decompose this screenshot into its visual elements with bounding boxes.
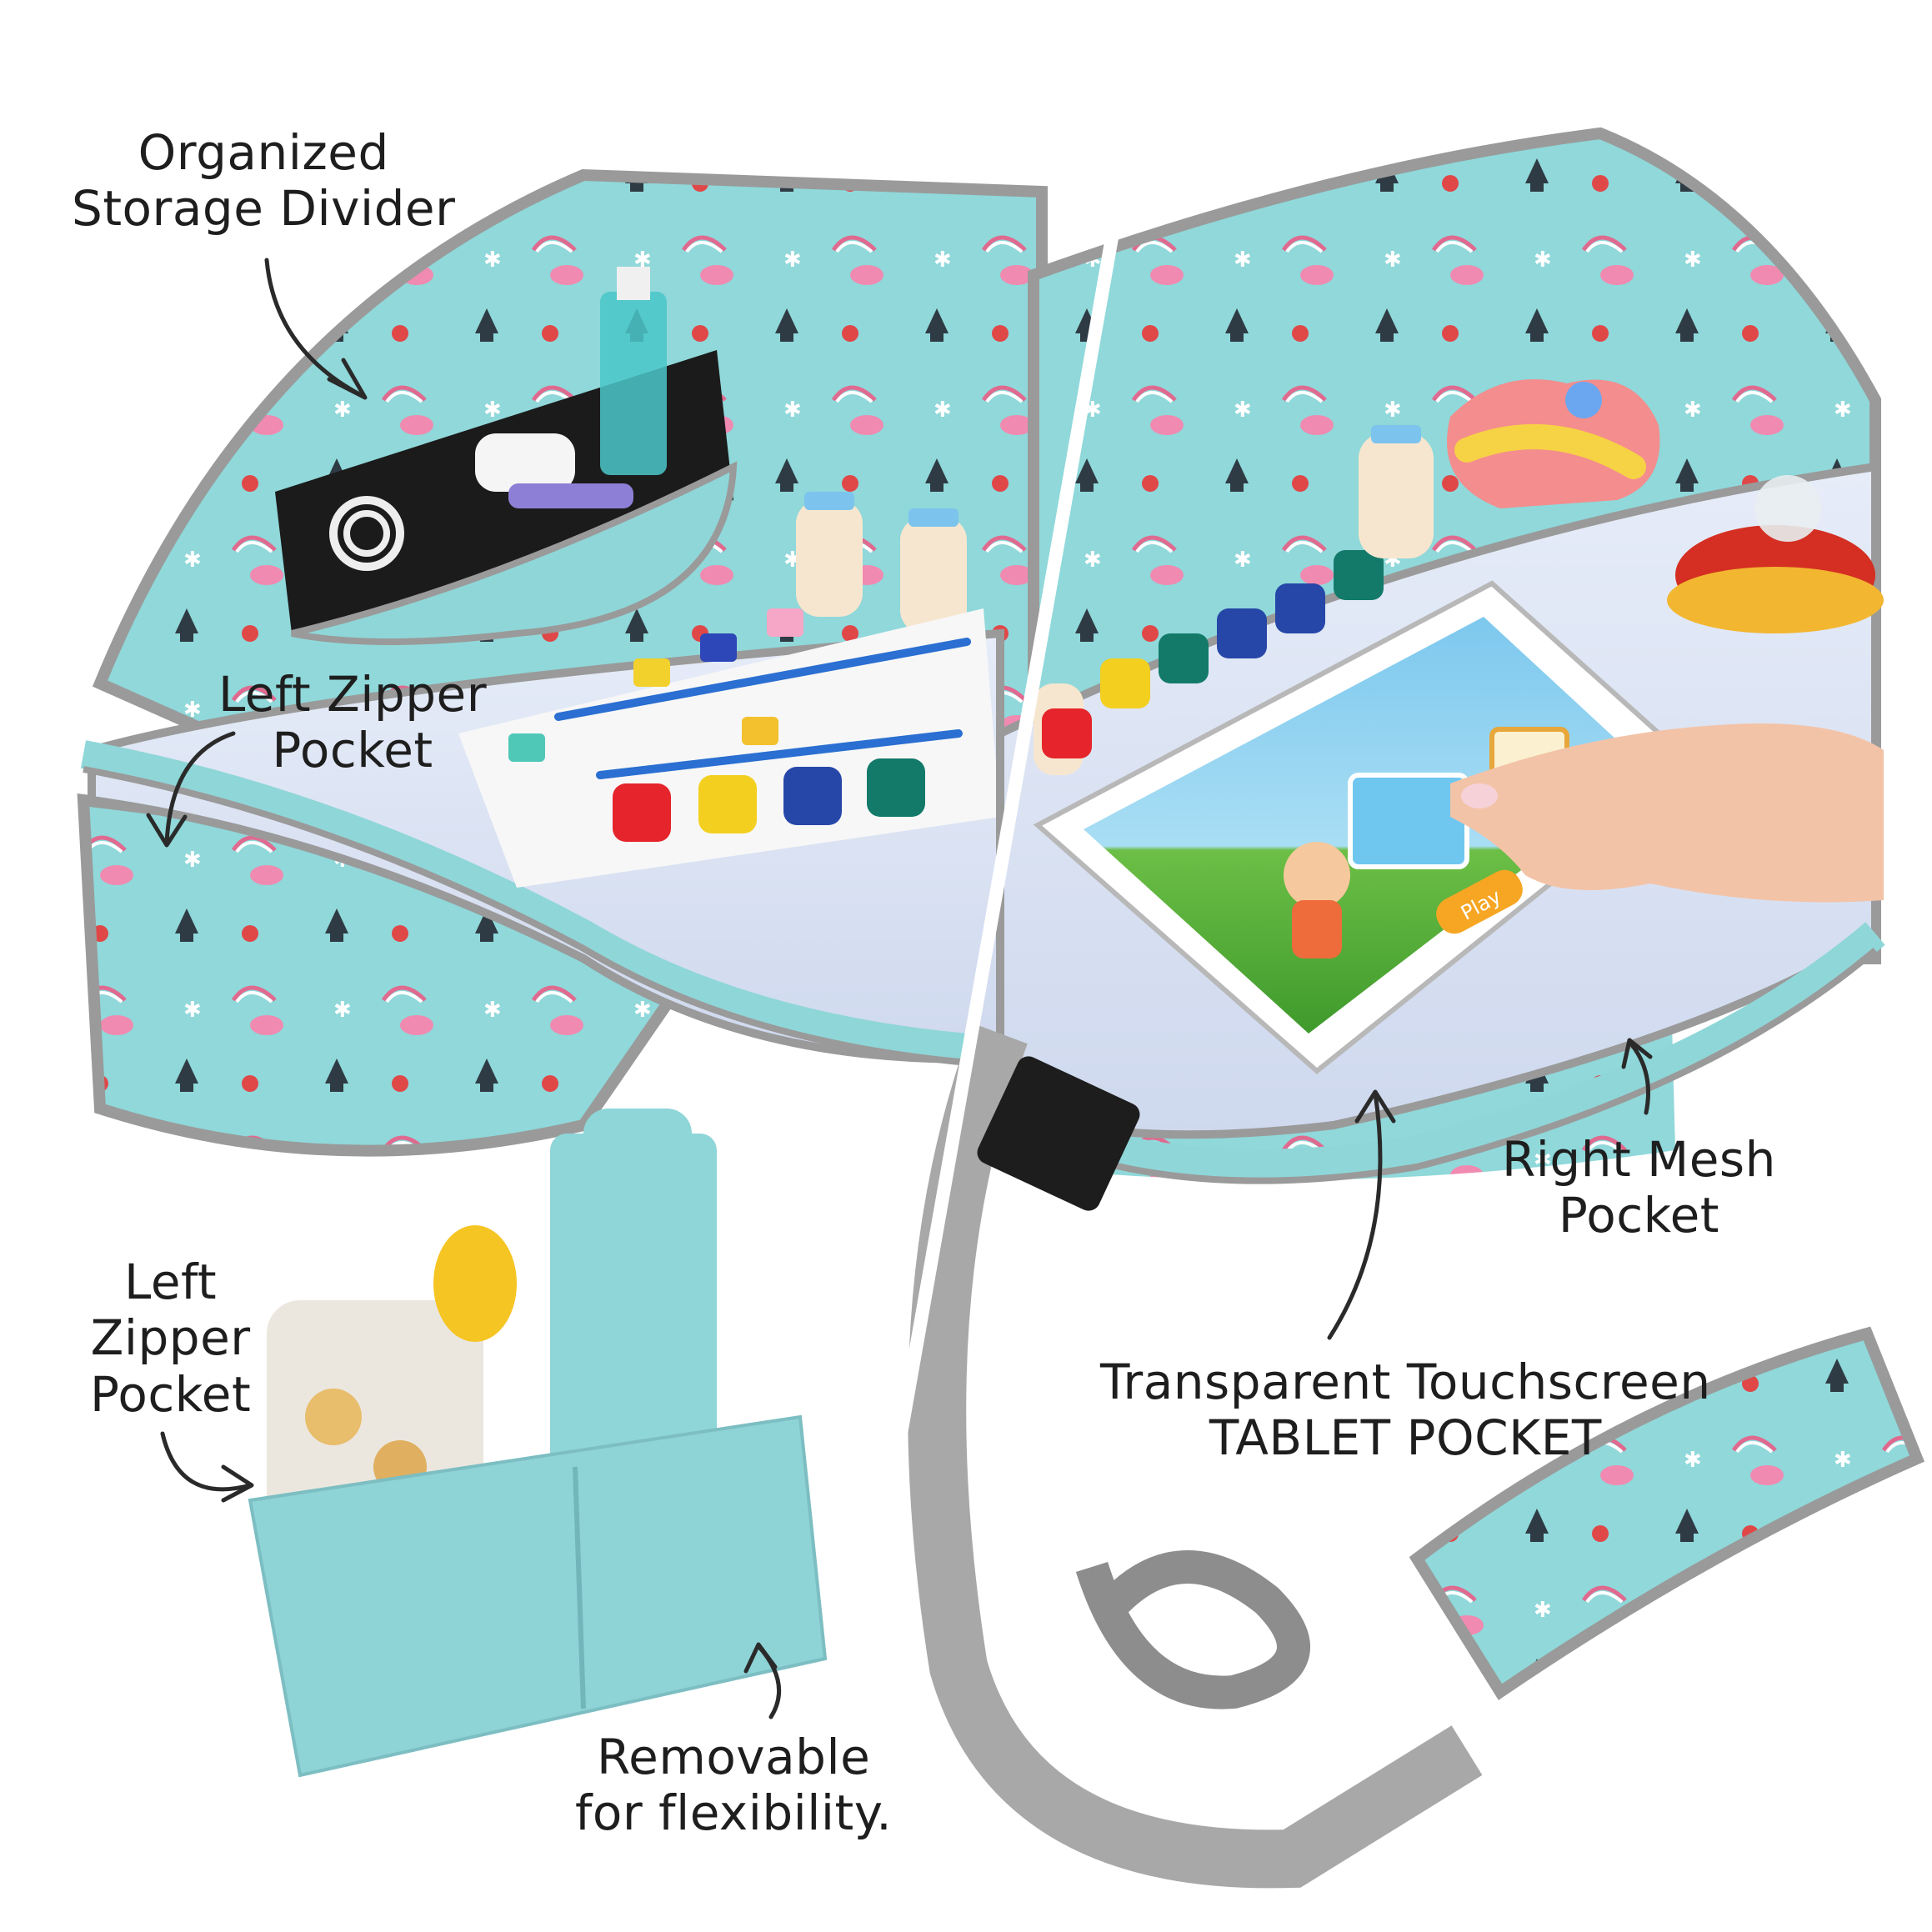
label-left-zipper-pocket: Left Zipper Pocket: [218, 666, 488, 779]
toys-right: [1447, 379, 1884, 633]
label-storage-divider: Organized Storage Divider: [72, 124, 456, 238]
paint-pots-left: [613, 758, 925, 842]
paint-pots-right: [1034, 425, 1434, 775]
yogurt-bottles: [796, 492, 967, 633]
arrow-left-zipper-small: [160, 1431, 253, 1492]
arrow-left-zipper-pocket: [164, 731, 236, 846]
hand: [1450, 723, 1884, 903]
storage-divider-pouch: [275, 267, 738, 645]
paint-sheet: [458, 608, 1000, 888]
arrow-head-removable: [743, 1642, 778, 1674]
label-left-zipper-pocket-small: Left Zipper Pocket: [90, 1254, 252, 1423]
strap-and-buckle: [908, 1023, 1925, 1889]
arrow-head-right-mesh-pocket: [1621, 1038, 1653, 1069]
arrow-right-mesh-pocket: [1627, 1039, 1650, 1115]
removable-organizer: [248, 1109, 828, 1778]
label-right-mesh-pocket: Right Mesh Pocket: [1502, 1131, 1776, 1244]
arrow-tablet-pocket: [1327, 1091, 1383, 1340]
label-tablet-pocket: Transparent Touchscreen TABLET POCKET: [1100, 1354, 1711, 1467]
annotation-arrows: [146, 258, 1653, 1719]
arrow-head-left-zipper-small: [221, 1464, 254, 1503]
arrow-head-tablet-pocket: [1354, 1089, 1396, 1124]
label-removable: Removable for flexibility.: [575, 1729, 893, 1842]
tablet: Play: [1033, 580, 1700, 1074]
arrow-head-storage-divider: [327, 358, 368, 400]
arrow-head-left-zipper-pocket: [146, 813, 188, 848]
